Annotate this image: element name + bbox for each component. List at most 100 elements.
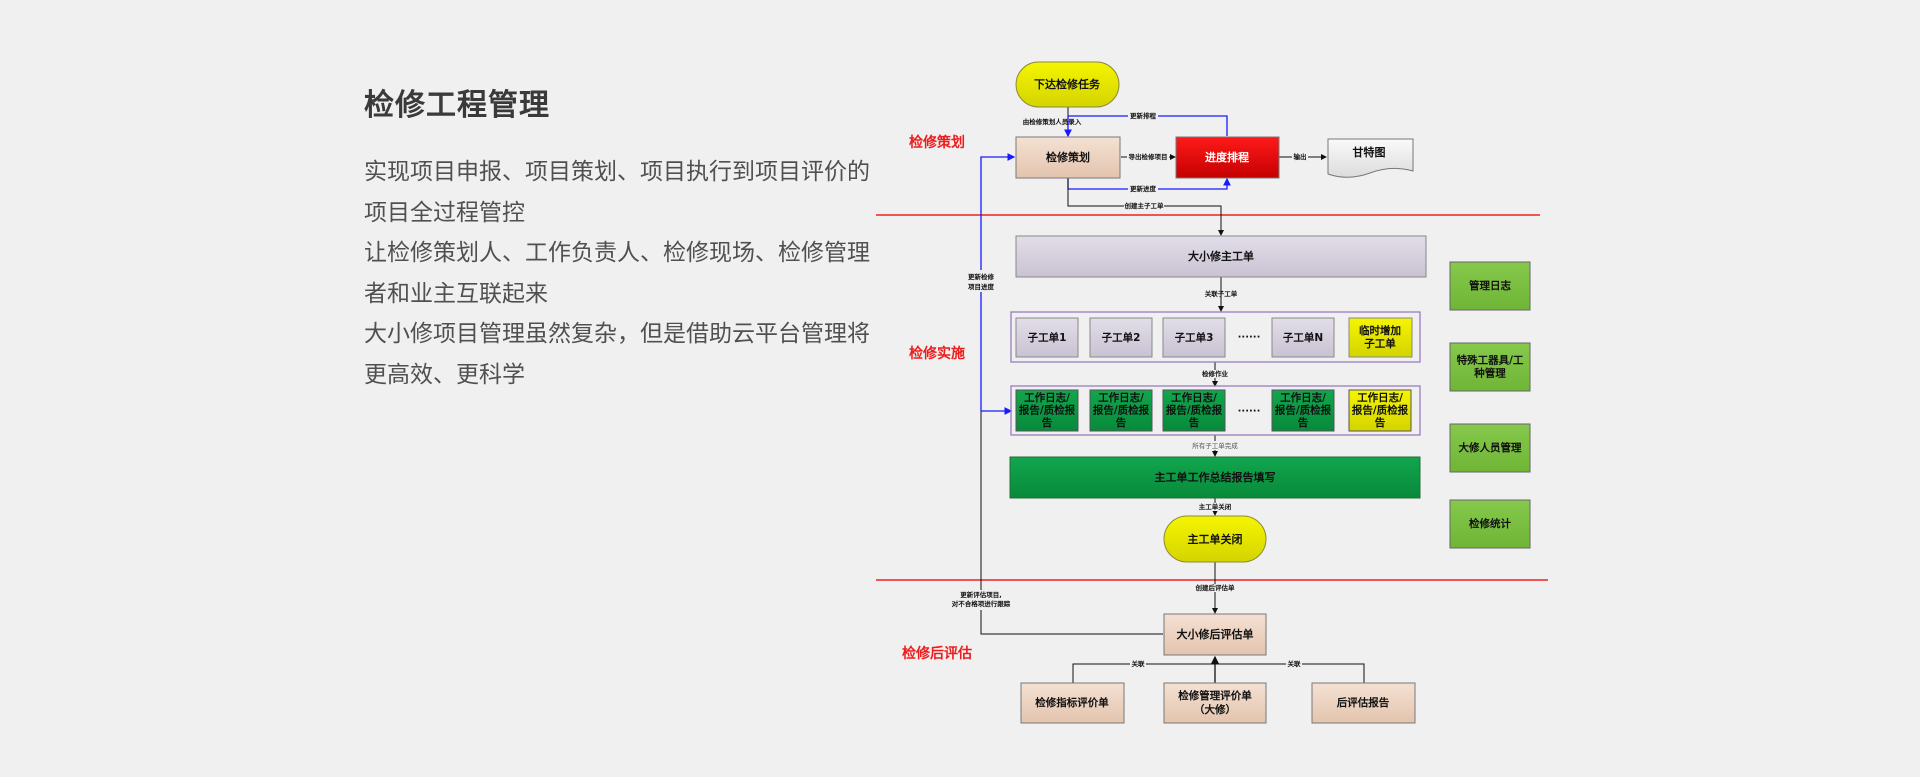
node-label: 下达检修任务 — [1034, 77, 1101, 91]
node-label: 检修策划 — [1046, 150, 1090, 164]
node-label: 检修统计 — [1469, 517, 1511, 530]
label-bg — [1198, 503, 1232, 511]
node-eval-index[interactable]: 检修指标评价单 — [1020, 682, 1125, 724]
label-bg — [948, 590, 1014, 610]
side-module[interactable]: 管理日志 — [1449, 261, 1531, 311]
work-logs: 工作日志/报告/质检报告工作日志/报告/质检报告工作日志/报告/质检报告工作日志… — [1015, 389, 1412, 432]
side-module[interactable]: 大修人员管理 — [1449, 423, 1531, 473]
edge-line — [980, 153, 1016, 411]
node-close-main-order[interactable]: 主工单关闭 — [1163, 515, 1267, 563]
edge-label-link-left: 关联 — [1132, 659, 1146, 668]
node-label: 告 — [1116, 416, 1127, 429]
node-gantt-chart[interactable]: 甘特图 — [1327, 138, 1414, 178]
node-sub-order[interactable]: 子工单3 — [1162, 317, 1226, 358]
side-module[interactable]: 检修统计 — [1449, 499, 1531, 549]
description-paragraph: 大小修项目管理虽然复杂，但是借助云平台管理将更高效、更科学 — [364, 321, 870, 388]
node-label: 报告/质检报 — [1093, 404, 1150, 417]
description-paragraph: 实现项目申报、项目策划、项目执行到项目评价的项目全过程管控 — [364, 159, 870, 226]
node-label: 子工单3 — [1175, 331, 1214, 344]
node-label: 告 — [1042, 416, 1053, 429]
page-title: 检修工程管理 — [364, 88, 550, 123]
node-label: 工作日志/ — [1171, 391, 1217, 404]
label-bg — [962, 270, 1000, 292]
edge-label-update-eval: 对不合格项进行跟踪 — [952, 599, 1011, 608]
node-label: 工作日志/ — [1098, 391, 1144, 404]
node-label: 告 — [1189, 416, 1200, 429]
work-log-group — [1010, 385, 1421, 436]
node-label: 管理日志 — [1469, 279, 1511, 292]
edge-label-output: 输出 — [1294, 152, 1307, 161]
node-label: 临时增加 — [1359, 324, 1401, 337]
node-label: 特殊工器具/工 — [1457, 354, 1524, 367]
node-eval-management[interactable]: 检修管理评价单 （大修） — [1163, 682, 1267, 724]
node-label: 检修指标评价单 — [1035, 696, 1109, 709]
edge-label-all-done: 所有子工单完成 — [1192, 441, 1238, 450]
node-label: 工作日志/ — [1357, 391, 1403, 404]
node-label: 大小修主工单 — [1188, 249, 1254, 263]
label-bg — [1128, 112, 1158, 120]
description: 实现项目申报、项目策划、项目执行到项目评价的项目全过程管控 让检修策划人、工作负… — [364, 152, 874, 395]
phase-label-execution: 检修实施 — [909, 345, 965, 362]
node-label: 主工单工作总结报告填写 — [1155, 470, 1276, 484]
node-label: 报告/质检报 — [1019, 404, 1076, 417]
edge-label-update-eval: 更新评估项目, — [960, 590, 1001, 599]
node-label: 检修管理评价单 — [1178, 689, 1252, 702]
node-label: 甘特图 — [1353, 145, 1386, 159]
node-label: （大修） — [1194, 703, 1236, 716]
edge-label-create-eval: 创建后评估单 — [1195, 583, 1236, 592]
edge-label-update-progress: 更新进度 — [1130, 184, 1157, 193]
node-sub-order[interactable]: 子工单1 — [1015, 317, 1079, 358]
node-label: 子工单 — [1364, 337, 1396, 350]
node-label: 报告/质检报 — [1352, 404, 1409, 417]
edge-label-entry: 由检修策划人员录入 — [1023, 117, 1082, 126]
node-label: 子工单2 — [1102, 331, 1141, 344]
node-post-report[interactable]: 后评估报告 — [1311, 682, 1416, 724]
node-label: 工作日志/ — [1024, 391, 1070, 404]
phase-label-planning: 检修策划 — [909, 134, 965, 151]
phase-label-evaluation: 检修后评估 — [902, 645, 972, 662]
node-label: 后评估报告 — [1337, 696, 1390, 709]
node-label: 大小修后评估单 — [1177, 627, 1254, 641]
edge-label-repair-work: 检修作业 — [1202, 369, 1229, 378]
node-label: 子工单1 — [1028, 331, 1067, 344]
node-schedule[interactable]: 进度排程 — [1175, 136, 1280, 179]
node-label: 报告/质检报 — [1275, 404, 1332, 417]
edge-line — [1068, 115, 1228, 136]
ellipsis: ······ — [1238, 332, 1261, 343]
label-bg — [1193, 584, 1237, 592]
edge-label-create-orders: 创建主子工单 — [1124, 201, 1165, 210]
node-label: 工作日志/ — [1280, 391, 1326, 404]
label-bg — [1130, 660, 1146, 668]
edge-label-update-items: 项目进度 — [968, 282, 995, 291]
edge-label-link-right: 关联 — [1288, 659, 1302, 668]
node-label: 进度排程 — [1205, 150, 1249, 164]
node-summary-report[interactable]: 主工单工作总结报告填写 — [1009, 456, 1421, 499]
node-sub-order[interactable]: 子工单2 — [1089, 317, 1153, 358]
node-label: 子工单N — [1283, 331, 1323, 344]
edge-label-export-items: 导出检修项目 — [1129, 152, 1168, 161]
label-bg — [1127, 153, 1169, 161]
node-sub-order[interactable]: 子工单N — [1271, 317, 1335, 358]
node-planning[interactable]: 检修策划 — [1015, 136, 1121, 179]
node-label: 主工单关闭 — [1188, 532, 1243, 546]
node-post-evaluation[interactable]: 大小修后评估单 — [1163, 613, 1267, 656]
label-bg — [1286, 660, 1302, 668]
node-issue-task[interactable]: 下达检修任务 — [1015, 61, 1120, 108]
label-bg — [1128, 185, 1158, 193]
node-main-order[interactable]: 大小修主工单 — [1015, 235, 1427, 278]
label-bg — [1124, 202, 1164, 210]
edge-label-link-sub: 关联子工单 — [1205, 289, 1238, 298]
edge-line — [1072, 663, 1365, 683]
sub-order-group — [1010, 311, 1421, 363]
label-bg — [1292, 153, 1308, 161]
